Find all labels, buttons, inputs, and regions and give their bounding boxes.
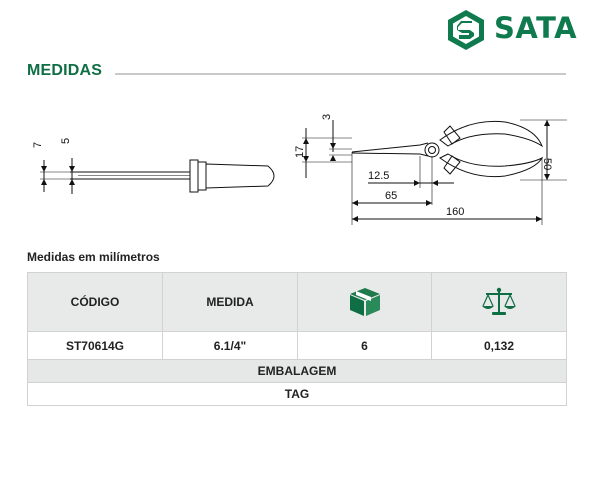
dim-label-160: 160 [446,206,464,218]
header-weight [431,272,567,332]
section-divider [115,73,566,75]
tag-label: TAG [27,382,567,406]
header-size: MEDIDA [162,272,298,332]
header-code: CÓDIGO [27,272,163,332]
dim-label-50: 50 [541,158,553,170]
table-header-row: CÓDIGO MEDIDA [27,272,567,332]
table-row: ST70614G 6.1/4" 6 0,132 [27,331,567,360]
dim-label-12-5: 12.5 [368,170,389,182]
packaging-row: EMBALAGEM [27,359,567,383]
dim-label-7: 7 [32,142,44,148]
box-icon [349,288,380,316]
spec-table: CÓDIGO MEDIDA [27,272,567,406]
sata-logo-icon [448,10,484,50]
cell-weight: 0,132 [431,331,567,360]
cell-size: 6.1/4" [162,331,298,360]
packaging-label: EMBALAGEM [27,359,567,383]
section-title: MEDIDAS [27,62,103,79]
side-view [302,119,567,225]
cell-code: ST70614G [27,331,163,360]
header-quantity [297,272,432,332]
scale-icon [482,287,516,315]
dim-label-3: 3 [321,114,333,120]
brand-name: SATA [494,11,578,45]
units-note: Medidas em milímetros [27,250,160,264]
pliers-dimension-drawing: 7 5 3 17 12.5 65 160 50 [32,114,567,225]
dim-label-5: 5 [60,138,72,144]
front-view [40,158,275,194]
dim-label-65: 65 [385,190,397,202]
tag-row: TAG [27,382,567,406]
dim-label-17: 17 [294,146,306,158]
cell-quantity: 6 [297,331,432,360]
